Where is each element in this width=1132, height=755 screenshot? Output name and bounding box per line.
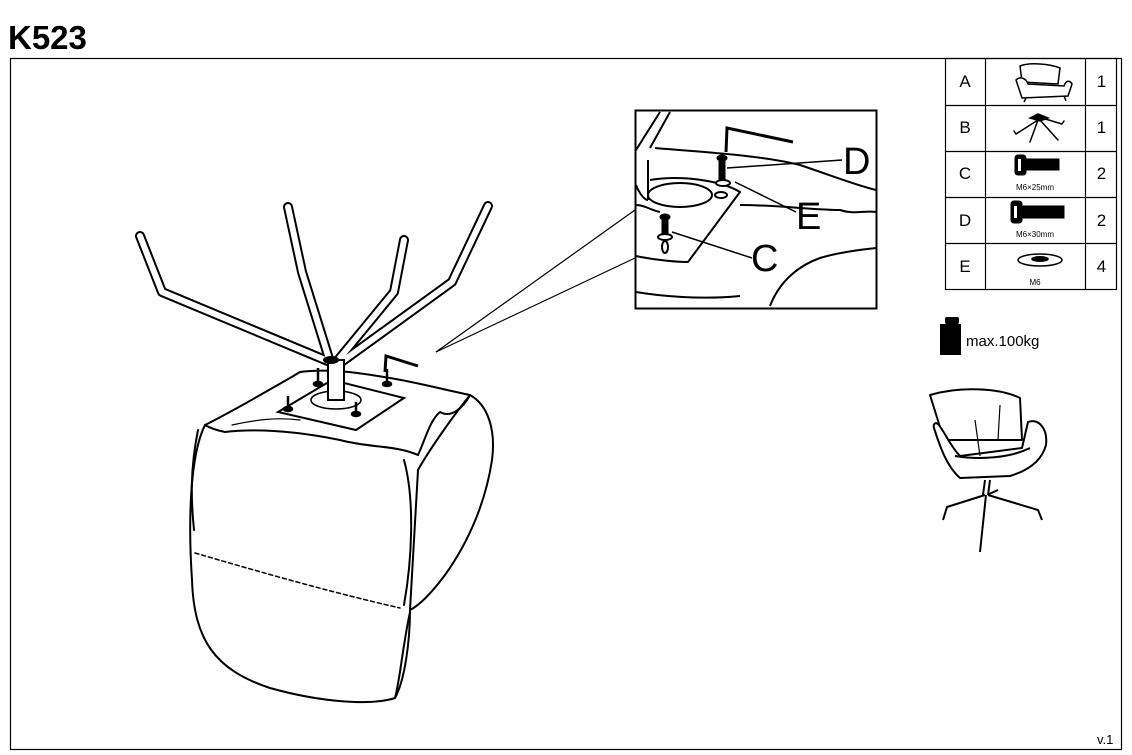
chair-seat-upside-down bbox=[189, 369, 494, 704]
center-column bbox=[327, 359, 345, 401]
callout-label-d: D bbox=[843, 141, 871, 183]
swivel-base-icon bbox=[1013, 113, 1065, 143]
zoom-callout-lines bbox=[435, 209, 636, 353]
callout-label-c: C bbox=[751, 238, 779, 280]
part-letter-d: D bbox=[958, 211, 972, 230]
part-spec-d: M6×30mm bbox=[1015, 230, 1054, 239]
part-qty-b: 1 bbox=[1096, 118, 1107, 137]
callout-label-e: E bbox=[796, 196, 822, 238]
bolt-icon bbox=[1010, 200, 1065, 224]
part-letter-e: E bbox=[959, 257, 971, 276]
part-letter-a: A bbox=[959, 72, 971, 91]
part-letter-b: B bbox=[959, 118, 971, 137]
part-letter-c: C bbox=[958, 164, 972, 183]
weight-icon bbox=[940, 317, 961, 355]
part-spec-e: M6 bbox=[1029, 278, 1041, 287]
part-qty-d: 2 bbox=[1096, 211, 1107, 230]
assembled-chair-illustration bbox=[929, 388, 1048, 553]
zoom-detail-drawing bbox=[635, 111, 877, 307]
zoom-bolt-d bbox=[715, 154, 731, 187]
label-leaders bbox=[671, 159, 843, 259]
part-qty-a: 1 bbox=[1096, 72, 1107, 91]
column-top bbox=[323, 356, 339, 364]
plate-screws bbox=[282, 368, 393, 418]
part-qty-c: 2 bbox=[1096, 164, 1107, 183]
version-label: v.1 bbox=[1097, 732, 1114, 747]
max-load-label: max.100kg bbox=[966, 333, 1040, 350]
armchair-icon bbox=[1015, 63, 1073, 103]
parts-table bbox=[944, 57, 1118, 291]
swivel-base-legs bbox=[135, 201, 493, 371]
hex-key bbox=[383, 353, 419, 373]
drawing-frame bbox=[9, 57, 1123, 751]
bolt-icon bbox=[1014, 154, 1060, 176]
washer-icon bbox=[1017, 253, 1063, 267]
part-spec-c: M6×25mm bbox=[1015, 183, 1054, 192]
zoom-bolt-c bbox=[657, 213, 673, 241]
zoom-hex-key bbox=[724, 126, 794, 153]
part-qty-e: 4 bbox=[1096, 257, 1107, 276]
page-title: K523 bbox=[8, 19, 87, 56]
